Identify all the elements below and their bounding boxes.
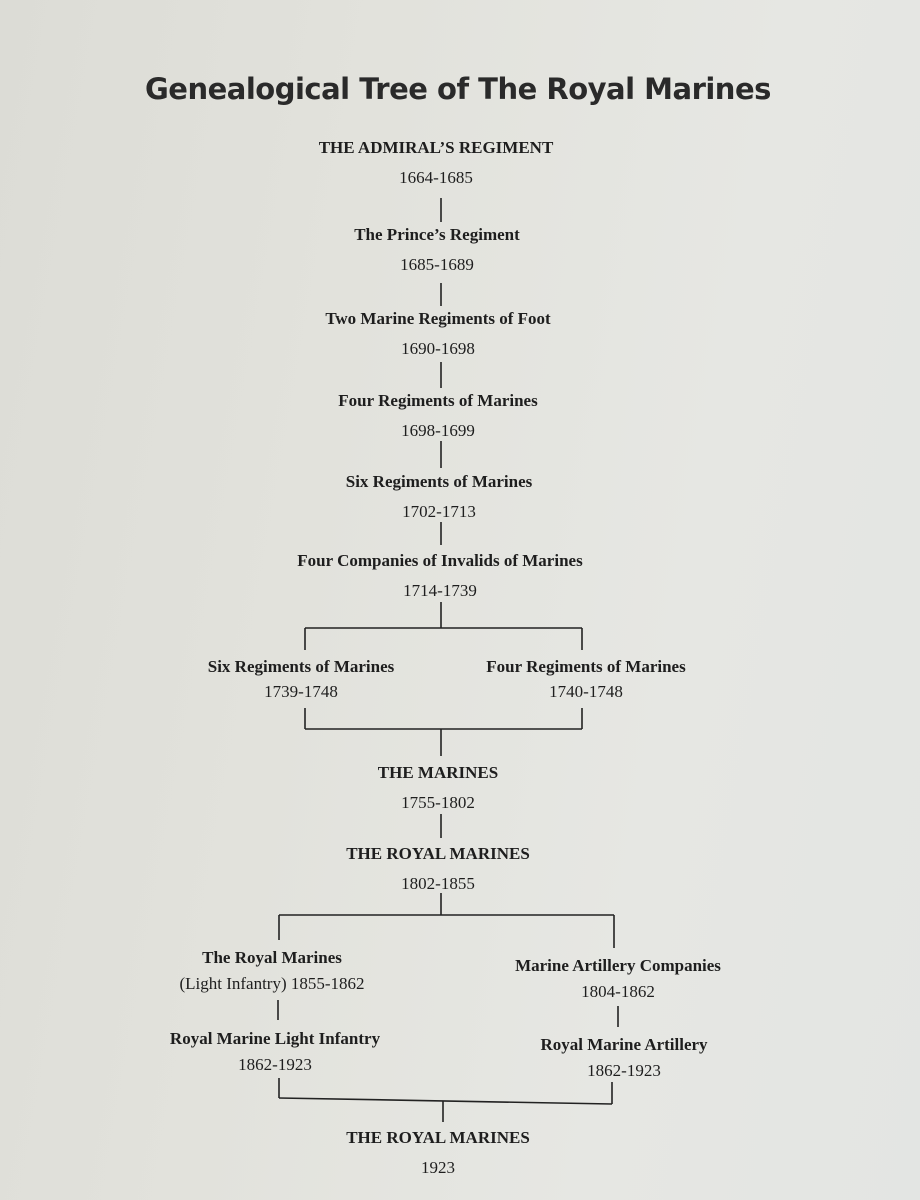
- node-marine-artillery-companies: Marine Artillery Companies 1804-1862: [515, 955, 721, 1003]
- node-princes-regiment: The Prince’s Regiment 1685-1689: [354, 224, 520, 276]
- node-six-regiments-1739: Six Regiments of Marines 1739-1748: [208, 656, 395, 703]
- node-name: THE ROYAL MARINES: [346, 844, 530, 863]
- node-two-marine-regiments: Two Marine Regiments of Foot 1690-1698: [325, 308, 550, 360]
- page-title: Genealogical Tree of The Royal Marines: [145, 72, 771, 106]
- node-name: Royal Marine Artillery: [540, 1035, 708, 1054]
- node-name: THE ADMIRAL’S REGIMENT: [318, 138, 554, 157]
- node-name: Six Regiments of Marines: [207, 657, 395, 676]
- node-name: Four Regiments of Marines: [486, 657, 686, 676]
- node-dates: 1698-1699: [401, 421, 475, 440]
- node-name: Four Regiments of Marines: [338, 391, 538, 410]
- node-name: Marine Artillery Companies: [515, 956, 721, 975]
- node-royal-marines-1802: THE ROYAL MARINES 1802-1855: [346, 843, 530, 895]
- node-subtitle: (Light Infantry) 1855-1862: [179, 974, 365, 993]
- merge-bar-1923: [278, 1097, 613, 1105]
- node-rmli: Royal Marine Light Infantry 1862-1923: [170, 1028, 380, 1076]
- node-dates: 1685-1689: [400, 255, 474, 274]
- node-dates: 1804-1862: [581, 982, 655, 1001]
- node-dates: 1862-1923: [238, 1055, 312, 1074]
- node-four-companies: Four Companies of Invalids of Marines 17…: [297, 550, 582, 602]
- node-dates: 1664-1685: [399, 168, 473, 187]
- node-admirals-regiment: THE ADMIRAL’S REGIMENT 1664-1685: [319, 137, 554, 189]
- node-dates: 1740-1748: [549, 682, 623, 701]
- node-dates: 1690-1698: [401, 339, 475, 358]
- node-name: Royal Marine Light Infantry: [169, 1029, 381, 1048]
- node-name: THE ROYAL MARINES: [346, 1128, 530, 1147]
- node-dates: 1714-1739: [403, 581, 477, 600]
- node-dates: 1755-1802: [401, 793, 475, 812]
- node-four-regiments-1698: Four Regiments of Marines 1698-1699: [338, 390, 537, 442]
- node-name: The Prince’s Regiment: [354, 225, 520, 244]
- node-name: THE MARINES: [377, 763, 499, 782]
- node-royal-marines-1923: THE ROYAL MARINES 1923: [346, 1127, 530, 1179]
- node-dates: 1802-1855: [401, 874, 475, 893]
- node-royal-marines-light-infantry: The Royal Marines (Light Infantry) 1855-…: [179, 947, 364, 995]
- node-dates: 1923: [421, 1158, 455, 1177]
- node-name: Two Marine Regiments of Foot: [325, 309, 551, 328]
- node-name: The Royal Marines: [202, 948, 342, 967]
- node-four-regiments-1740: Four Regiments of Marines 1740-1748: [486, 656, 685, 703]
- node-dates: 1862-1923: [587, 1061, 661, 1080]
- node-name: Four Companies of Invalids of Marines: [297, 551, 583, 570]
- node-dates: 1702-1713: [402, 502, 476, 521]
- node-dates: 1739-1748: [264, 682, 338, 701]
- node-rma: Royal Marine Artillery 1862-1923: [540, 1034, 707, 1082]
- node-the-marines: THE MARINES 1755-1802: [378, 762, 498, 814]
- node-name: Six Regiments of Marines: [345, 472, 533, 491]
- node-six-regiments-1702: Six Regiments of Marines 1702-1713: [346, 471, 533, 523]
